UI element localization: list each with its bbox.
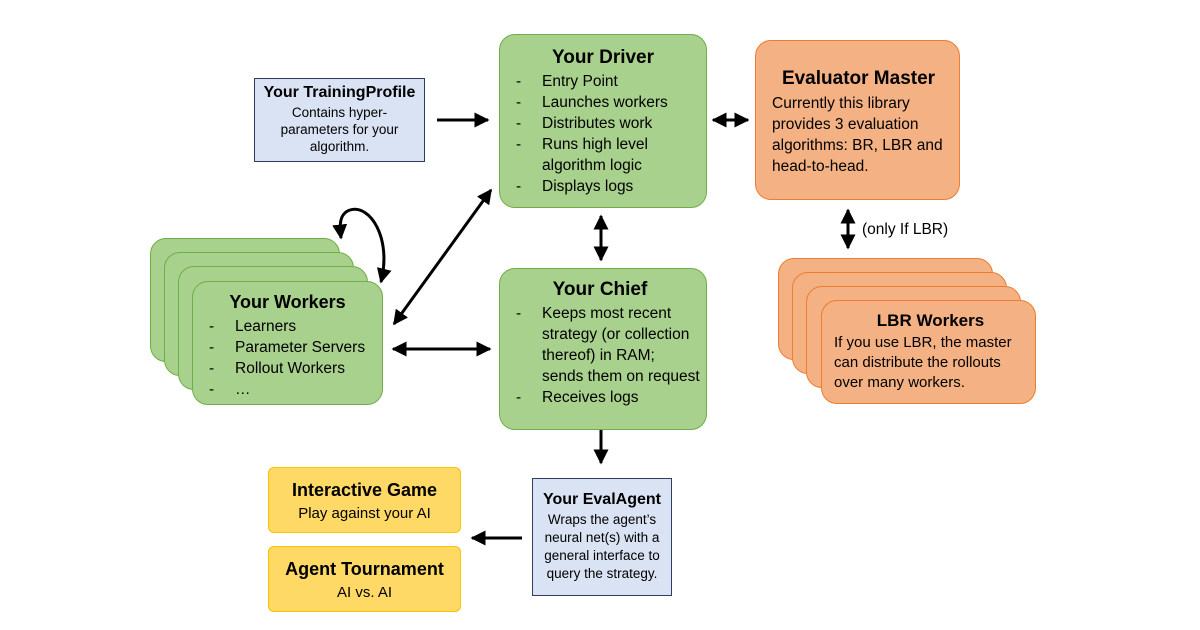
driver-box: Your Driver Entry Point Launches workers… xyxy=(499,34,707,208)
chief-box: Your Chief Keeps most recent strategy (o… xyxy=(499,268,707,430)
driver-item: Entry Point xyxy=(500,71,706,92)
eval-agent-line: query the strategy. xyxy=(546,566,658,581)
eval-agent-box: Your EvalAgent Wraps the agent’s neural … xyxy=(532,478,672,596)
agent-tournament-box: Agent Tournament AI vs. AI xyxy=(268,546,461,612)
workers-item: Parameter Servers xyxy=(193,337,382,358)
workers-item: Rollout Workers xyxy=(193,358,382,379)
training-profile-line: algorithm. xyxy=(309,139,370,154)
eval-agent-line: general interface to xyxy=(544,548,660,563)
lbr-workers-text: If you use LBR, the master can distribut… xyxy=(834,334,1012,391)
workers-item: … xyxy=(193,379,382,400)
eval-agent-line: Wraps the agent’s xyxy=(547,512,657,527)
driver-item: Displays logs xyxy=(500,176,706,197)
lbr-workers-box: LBR Workers If you use LBR, the master c… xyxy=(821,300,1036,404)
arrow-workers-self xyxy=(332,207,392,284)
evaluator-master-box: Evaluator Master Currently this library … xyxy=(755,40,960,200)
agent-tournament-title: Agent Tournament xyxy=(285,559,444,579)
eval-agent-title: Your EvalAgent xyxy=(543,491,661,508)
workers-title: Your Workers xyxy=(229,292,346,312)
eval-agent-line: neural net(s) with a xyxy=(544,530,660,545)
agent-tournament-subtitle: AI vs. AI xyxy=(336,584,393,601)
training-profile-line: Contains hyper- xyxy=(291,105,388,120)
chief-item: Keeps most recent strategy (or collectio… xyxy=(500,303,700,387)
evaluator-master-title: Evaluator Master xyxy=(781,68,936,89)
arrow-workers-driver xyxy=(392,188,493,326)
interactive-game-subtitle: Play against your AI xyxy=(298,505,431,522)
training-profile-line: parameters for your xyxy=(280,122,399,137)
driver-title: Your Driver xyxy=(551,47,655,68)
chief-title: Your Chief xyxy=(552,279,648,300)
lbr-condition-label: (only If LBR) xyxy=(862,221,949,238)
driver-item: Launches workers xyxy=(500,92,706,113)
workers-item: Learners xyxy=(193,316,382,337)
driver-item: Distributes work xyxy=(500,113,706,134)
workers-box: Your Workers Learners Parameter Servers … xyxy=(192,281,383,405)
training-profile-box: Your TrainingProfile Contains hyper- par… xyxy=(254,78,425,162)
evaluator-master-text: Currently this library provides 3 evalua… xyxy=(772,95,943,175)
training-profile-title: Your TrainingProfile xyxy=(263,84,416,101)
chief-item: Receives logs xyxy=(500,387,700,408)
interactive-game-title: Interactive Game xyxy=(291,480,438,500)
interactive-game-box: Interactive Game Play against your AI xyxy=(268,467,461,533)
lbr-workers-title: LBR Workers xyxy=(876,311,985,330)
driver-item: Runs high level algorithm logic xyxy=(500,134,706,176)
